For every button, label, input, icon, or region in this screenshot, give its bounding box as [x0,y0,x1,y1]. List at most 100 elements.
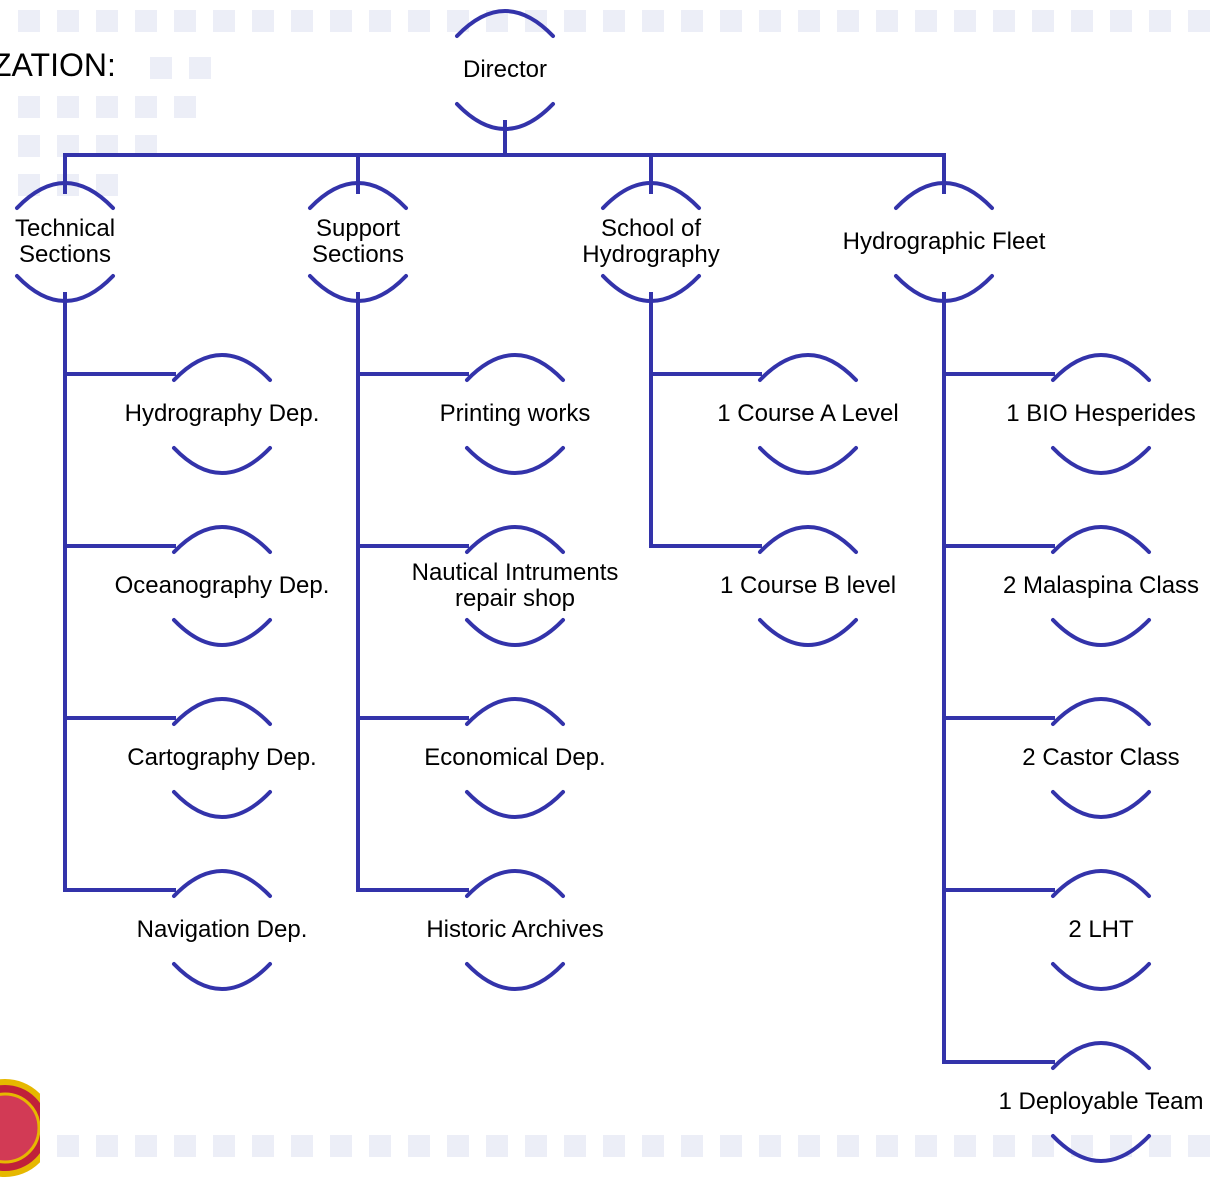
branch-0-child-2-bottom-arc [172,790,272,819]
branch-2-top-arc [601,181,701,210]
branch-1-top-arc [308,181,408,210]
pattern-square [369,1135,391,1157]
director-top-arc [455,9,555,38]
pattern-square [603,10,625,32]
pattern-square [915,10,937,32]
pattern-square [57,10,79,32]
branch-3-label: Hydrographic Fleet [842,228,1046,255]
branch-0-child-2-label: Cartography Dep. [127,744,317,771]
branch-2-label: School of Hydrography [582,215,720,268]
branch-3-child-0-top-arc [1051,353,1151,382]
branch-1-child-3-label: Historic Archives [426,916,604,943]
pattern-square [564,1135,586,1157]
branch-0-child-3-label: Navigation Dep. [136,916,308,943]
pattern-square [837,10,859,32]
pattern-square [18,96,40,118]
pattern-square [1071,1135,1093,1157]
pattern-square [135,10,157,32]
pattern-square [993,1135,1015,1157]
branch-0-child-1-label: Oceanography Dep. [114,572,330,599]
branch-2-child-1-node [758,525,858,647]
pattern-square [408,10,430,32]
pattern-square [135,135,157,157]
branch-3-child-1-label: 2 Malaspina Class [1002,572,1200,599]
pattern-square [486,1135,508,1157]
pattern-square [252,10,274,32]
branch-3-child-3-bottom-arc [1051,962,1151,991]
branch-2-child-1-label: 1 Course B level [719,572,897,599]
pattern-square [1188,1135,1210,1157]
branch-3-child-3-label: 2 LHT [1068,916,1134,943]
pattern-square [96,10,118,32]
pattern-square [876,1135,898,1157]
pattern-square [174,96,196,118]
pattern-square [291,10,313,32]
pattern-square [1149,10,1171,32]
branch-1-child-1-bottom-arc [465,618,565,647]
branch-1-label: Support Sections [311,215,405,268]
pattern-square [798,1135,820,1157]
branch-1-child-0-label: Printing works [439,400,591,427]
branch-0-child-3-top-arc [172,869,272,898]
pattern-square [1110,10,1132,32]
branch-3-child-4-top-arc [1051,1041,1151,1070]
branch-0-child-3-bottom-arc [172,962,272,991]
pattern-square [642,1135,664,1157]
pattern-square [96,1135,118,1157]
branch-3-child-4-bottom-arc [1051,1134,1151,1163]
branch-0-child-3-node [172,869,272,991]
branch-1-child-3-top-arc [465,869,565,898]
branch-0-child-0-label: Hydrography Dep. [124,400,320,427]
pattern-square [681,1135,703,1157]
branch-2-child-1-top-arc [758,525,858,554]
branch-1-child-1-label: Nautical Intruments repair shop [411,559,619,612]
pattern-square [96,96,118,118]
branch-1-child-2-label: Economical Dep. [424,744,606,771]
branch-3-child-2-label: 2 Castor Class [1022,744,1180,771]
pattern-square [18,10,40,32]
branch-0-child-0-bottom-arc [172,446,272,475]
pattern-square [57,96,79,118]
pattern-square [150,57,172,79]
pattern-square [57,1135,79,1157]
pattern-square [681,10,703,32]
pattern-square [1032,1135,1054,1157]
branch-0-child-1-node [172,525,272,647]
pattern-square [1149,1135,1171,1157]
pattern-square [18,135,40,157]
pattern-square [798,10,820,32]
pattern-square [174,1135,196,1157]
branch-0-child-1-top-arc [172,525,272,554]
branch-3-child-2-top-arc [1051,697,1151,726]
pattern-square [759,10,781,32]
branch-1-child-1-node [465,525,565,647]
branch-3-child-0-bottom-arc [1051,446,1151,475]
pattern-square [330,1135,352,1157]
branch-2-child-0-label: 1 Course A Level [717,400,899,427]
pattern-square [369,10,391,32]
pattern-square [1188,10,1210,32]
branch-3-child-2-node [1051,697,1151,819]
pattern-square [876,10,898,32]
pattern-square [993,10,1015,32]
pattern-square [1032,10,1054,32]
pattern-square [915,1135,937,1157]
pattern-square [642,10,664,32]
branch-3-child-2-bottom-arc [1051,790,1151,819]
pattern-square [720,1135,742,1157]
branch-1-child-0-top-arc [465,353,565,382]
branch-0-label: Technical Sections [14,215,116,268]
pattern-square [291,1135,313,1157]
branch-0-child-1-bottom-arc [172,618,272,647]
branch-3-child-4-label: 1 Deployable Team [998,1088,1204,1115]
branch-1-child-2-bottom-arc [465,790,565,819]
pattern-square [954,1135,976,1157]
branch-2-child-0-top-arc [758,353,858,382]
branch-0-top-arc [15,181,115,210]
branch-3-child-3-node [1051,869,1151,991]
pattern-square [96,135,118,157]
pattern-square [447,1135,469,1157]
pattern-square [252,1135,274,1157]
branch-1-child-2-top-arc [465,697,565,726]
